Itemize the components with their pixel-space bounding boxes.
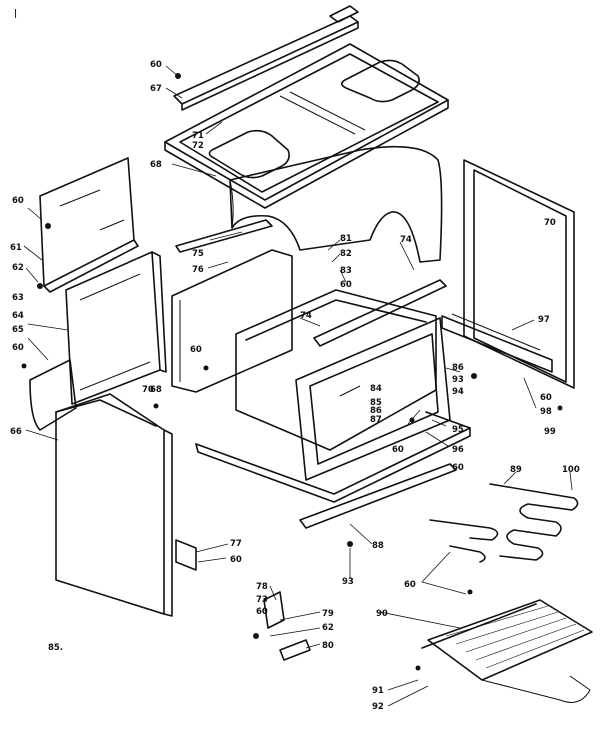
part-label: 62 — [12, 263, 24, 273]
left-side-upper-panel — [39, 157, 139, 293]
part-label: 89 — [510, 465, 522, 475]
part-label: 63 — [12, 293, 24, 303]
part-label: 78 — [256, 582, 268, 592]
left-side-panel — [65, 251, 167, 405]
part-number-labels: 60 67 71 72 68 60 61 62 63 64 65 60 66 7… — [10, 60, 580, 712]
part-label: 60 — [540, 393, 552, 403]
part-label: 60 — [452, 463, 464, 473]
part-label: 60 — [12, 196, 24, 206]
part-label: 67 — [150, 84, 162, 94]
part-label: 94 — [452, 387, 464, 397]
part-label: 86 — [370, 406, 382, 416]
insulation-shroud — [229, 145, 443, 263]
part-label: 88 — [372, 541, 384, 551]
part-label: 84 — [370, 384, 382, 394]
part-label: 82 — [340, 249, 352, 259]
part-label: 70 — [544, 218, 556, 228]
heating-element — [429, 483, 579, 563]
part-label: 99 — [544, 427, 556, 437]
liner-side-panel — [171, 219, 293, 393]
part-label: 77 — [230, 539, 242, 549]
part-label: 91 — [372, 686, 384, 696]
part-label: 95 — [452, 425, 464, 435]
part-label: 87 — [370, 415, 382, 425]
element-bracket — [441, 313, 553, 373]
part-label: 81 — [340, 234, 352, 244]
rear-panel — [463, 159, 575, 389]
top-panel — [164, 43, 449, 209]
part-label: 65 — [12, 325, 24, 335]
part-label: 74 — [300, 311, 312, 321]
part-label: 60 — [12, 343, 24, 353]
part-label: 72 — [192, 141, 204, 151]
part-label: 80 — [322, 641, 334, 651]
broil-bracket — [299, 463, 457, 529]
part-label: 85 — [370, 398, 382, 408]
front-trim-strip — [313, 279, 447, 347]
part-label: 76 — [192, 265, 204, 275]
part-label: 71 — [192, 131, 204, 141]
part-label: 68 — [150, 385, 162, 395]
part-label: 60 — [190, 345, 202, 355]
part-label: 74 — [400, 235, 412, 245]
part-label: 60 — [392, 445, 404, 455]
part-label: 61 — [10, 243, 22, 253]
part-label: 93 — [342, 577, 354, 587]
part-label: 97 — [538, 315, 550, 325]
oven-box — [195, 289, 471, 503]
oven-rack — [421, 599, 593, 703]
part-label: 62 — [322, 623, 334, 633]
part-label: 70 — [142, 385, 154, 395]
part-label: 64 — [12, 311, 24, 321]
part-label: 83 — [340, 266, 352, 276]
corner-mark: | — [14, 9, 17, 19]
rear-trim — [173, 5, 359, 111]
part-label: 79 — [322, 609, 334, 619]
oven-front-frame — [295, 317, 451, 481]
part-label: 66 — [10, 427, 22, 437]
part-label: 86 — [452, 363, 464, 373]
part-label: 60 — [230, 555, 242, 565]
left-bracket — [29, 359, 77, 431]
part-label: 96 — [452, 445, 464, 455]
small-hardware — [21, 73, 563, 671]
part-label: 60 — [256, 607, 268, 617]
part-label: 60 — [340, 280, 352, 290]
part-label: 75 — [192, 249, 204, 259]
page-number: 85. — [48, 643, 63, 653]
part-label: 90 — [376, 609, 388, 619]
front-side-panel — [55, 393, 173, 617]
part-label: 93 — [452, 375, 464, 385]
part-label: 68 — [150, 160, 162, 170]
leader-lines — [23, 65, 573, 707]
part-label: 60 — [150, 60, 162, 70]
part-label: 73 — [256, 595, 268, 605]
part-label: 60 — [404, 580, 416, 590]
part-label: 92 — [372, 702, 384, 712]
part-label: 98 — [540, 407, 552, 417]
part-label: 100 — [562, 465, 580, 475]
